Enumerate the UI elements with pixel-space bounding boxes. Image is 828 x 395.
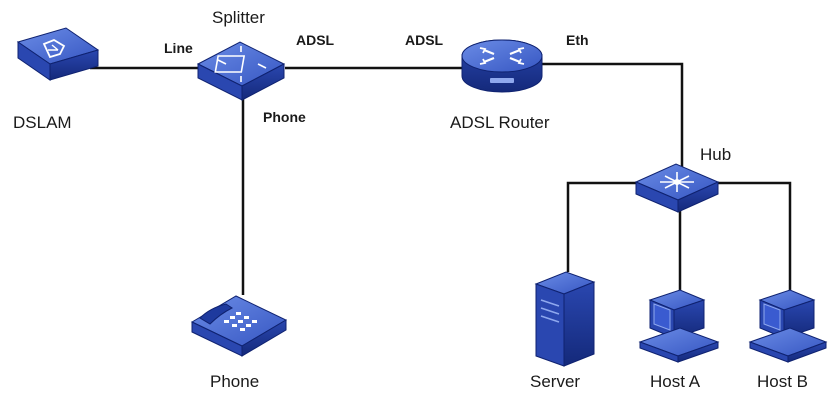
splitter-icon — [196, 41, 286, 101]
splitter-label: Splitter — [212, 8, 265, 27]
telephone-icon — [190, 295, 288, 357]
port-label-splitter-adsl: ADSL — [296, 32, 335, 48]
link-router-hub — [542, 62, 684, 170]
links — [90, 62, 792, 295]
host-b-label: Host B — [757, 372, 808, 391]
computer-icon — [638, 289, 720, 363]
adsl-router-label: ADSL Router — [450, 113, 550, 132]
port-label-router-adsl: ADSL — [405, 32, 444, 48]
phone-label: Phone — [210, 372, 259, 391]
server-icon — [534, 271, 596, 367]
dslam-icon — [16, 27, 100, 81]
port-label-splitter-phone: Phone — [263, 109, 306, 125]
link-hub-host-b — [715, 181, 792, 290]
computer-icon — [748, 289, 828, 363]
hub-icon — [634, 163, 720, 213]
link-hub-server — [566, 181, 640, 272]
port-label-line: Line — [164, 40, 193, 56]
port-label-eth: Eth — [566, 32, 589, 48]
dslam-label: DSLAM — [13, 113, 72, 132]
hub-label: Hub — [700, 145, 731, 164]
host-a-label: Host A — [650, 372, 701, 391]
router-icon — [461, 39, 543, 93]
server-label: Server — [530, 372, 580, 391]
